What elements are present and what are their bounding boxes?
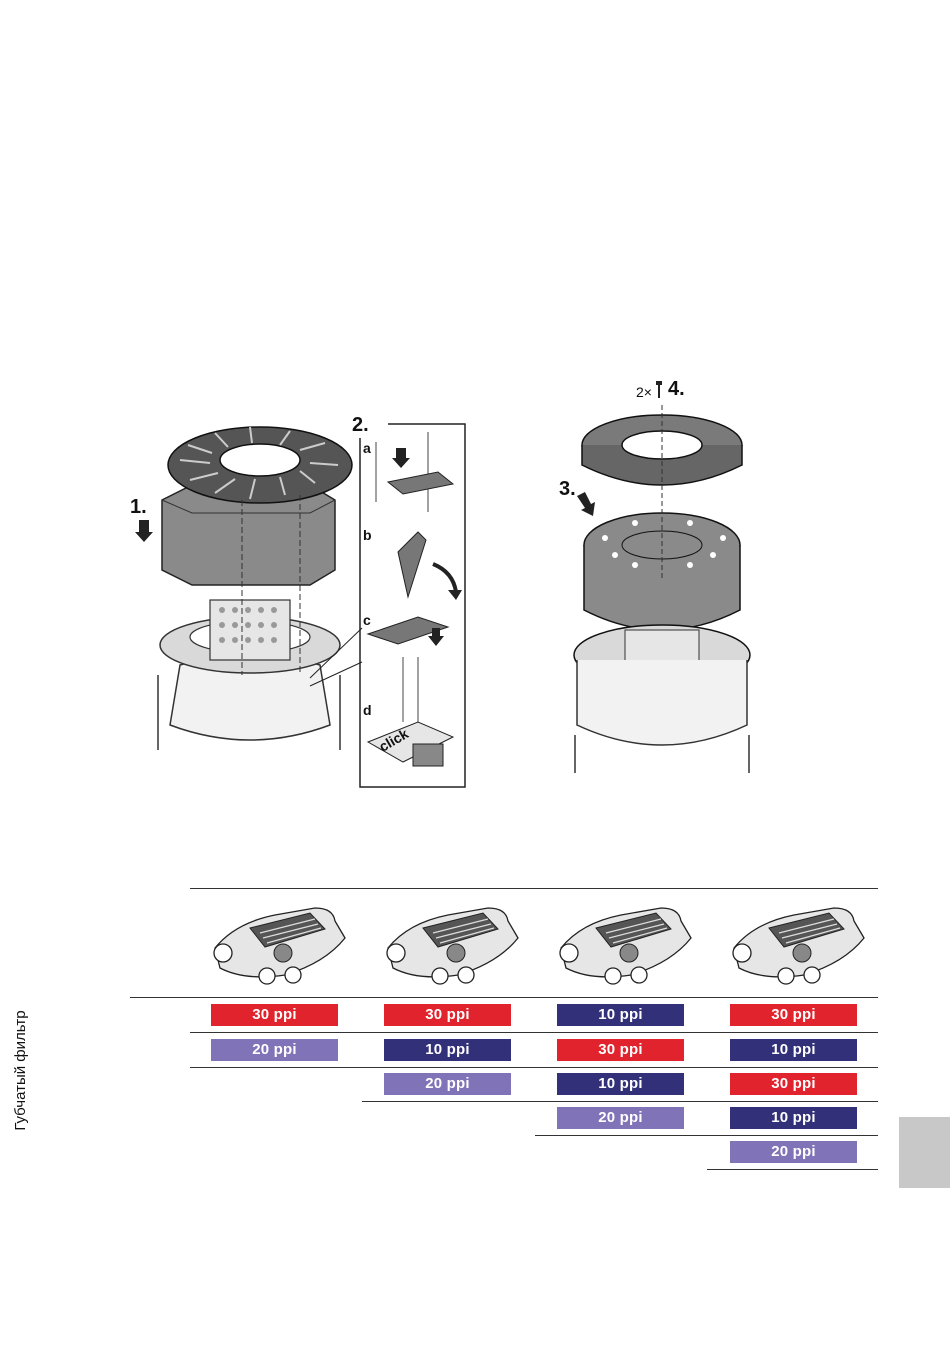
step-2-label: 2. bbox=[352, 414, 369, 437]
filter-badge: 30 ppi bbox=[557, 1039, 684, 1061]
filter-badge: 20 ppi bbox=[384, 1073, 511, 1095]
table-top-rule bbox=[190, 888, 878, 889]
sander-device-icon bbox=[724, 893, 874, 993]
filter-badge: 30 ppi bbox=[211, 1004, 338, 1026]
sander-device-icon bbox=[205, 893, 355, 993]
screw-quantity-label: 2× bbox=[636, 384, 652, 400]
row-rule bbox=[362, 1101, 878, 1102]
substep-c-label: c bbox=[363, 612, 371, 628]
sander-device-icon bbox=[551, 893, 701, 993]
step-4-label: 4. bbox=[668, 378, 685, 401]
substep-a-label: a bbox=[363, 440, 371, 456]
filter-assembly-illustration-right bbox=[565, 405, 755, 775]
step-3-label: 3. bbox=[559, 478, 576, 501]
table-header-rule bbox=[130, 997, 878, 998]
row-rule bbox=[707, 1169, 878, 1170]
row-rule bbox=[535, 1135, 878, 1136]
filter-badge: 10 ppi bbox=[384, 1039, 511, 1061]
row-rule bbox=[190, 1032, 878, 1033]
filter-badge: 10 ppi bbox=[730, 1107, 857, 1129]
filter-badge: 20 ppi bbox=[211, 1039, 338, 1061]
sander-device-icon bbox=[378, 893, 528, 993]
filter-badge: 10 ppi bbox=[557, 1004, 684, 1026]
filter-badge: 10 ppi bbox=[557, 1073, 684, 1095]
screw-icon bbox=[655, 381, 663, 399]
step-1-label: 1. bbox=[130, 496, 147, 519]
substep-d-label: d bbox=[363, 702, 372, 718]
filter-badge: 30 ppi bbox=[384, 1004, 511, 1026]
filter-badge: 20 ppi bbox=[730, 1141, 857, 1163]
filter-assembly-illustration-left bbox=[140, 405, 360, 755]
detail-panel-frame bbox=[358, 422, 468, 790]
filter-badge: 30 ppi bbox=[730, 1004, 857, 1026]
filter-badge: 20 ppi bbox=[557, 1107, 684, 1129]
arrow-down-icon bbox=[134, 518, 154, 544]
filter-badge: 10 ppi bbox=[730, 1039, 857, 1061]
page-edge-tab bbox=[899, 1117, 950, 1188]
arrow-down-icon bbox=[575, 492, 597, 518]
filter-badge: 30 ppi bbox=[730, 1073, 857, 1095]
substep-b-label: b bbox=[363, 527, 372, 543]
row-rule bbox=[190, 1067, 878, 1068]
sponge-filter-row-label: Губчатый фильтр bbox=[8, 978, 34, 1163]
